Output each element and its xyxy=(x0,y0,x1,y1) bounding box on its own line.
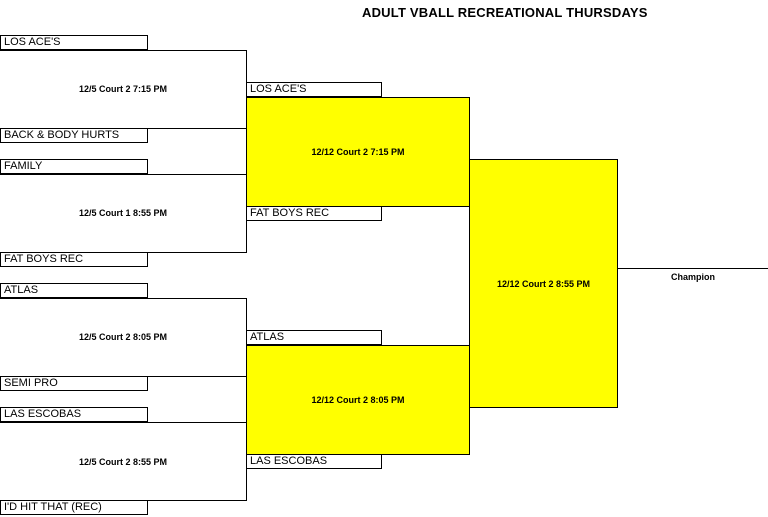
r1-team-7: LAS ESCOBAS xyxy=(0,407,148,422)
r1-team-5: ATLAS xyxy=(0,283,148,298)
r2-match-2-label: 12/12 Court 2 8:05 PM xyxy=(311,395,405,405)
champion-line xyxy=(618,268,768,269)
r1-match-1-top-line xyxy=(0,50,247,51)
r2-match-1-box: 12/12 Court 2 7:15 PM xyxy=(246,97,470,207)
r1-match-2-bottom-line xyxy=(0,252,247,253)
r1-match-3-bottom-line xyxy=(0,376,247,377)
r1-team-3: FAMILY xyxy=(0,159,148,174)
r2-team-1: LOS ACE'S xyxy=(246,82,382,97)
r1-match-3-top-line xyxy=(0,298,247,299)
r1-match-3-label: 12/5 Court 2 8:05 PM xyxy=(78,332,168,342)
r1-team-8: I'D HIT THAT (REC) xyxy=(0,500,148,515)
r2-match-2-box: 12/12 Court 2 8:05 PM xyxy=(246,345,470,455)
r1-match-2-top-line xyxy=(0,174,247,175)
r2-match-1-label: 12/12 Court 2 7:15 PM xyxy=(311,147,405,157)
bracket-title: ADULT VBALL RECREATIONAL THURSDAYS xyxy=(362,5,648,20)
r1-team-2: BACK & BODY HURTS xyxy=(0,128,148,143)
r1-match-4-label: 12/5 Court 2 8:55 PM xyxy=(78,457,168,467)
r2-team-2: FAT BOYS REC xyxy=(246,206,382,221)
r1-match-4-top-line xyxy=(0,422,247,423)
r1-team-6: SEMI PRO xyxy=(0,376,148,391)
r1-team-1: LOS ACE'S xyxy=(0,35,148,50)
r1-match-1-label: 12/5 Court 2 7:15 PM xyxy=(78,84,168,94)
final-match-box: 12/12 Court 2 8:55 PM xyxy=(469,159,618,408)
final-match-label: 12/12 Court 2 8:55 PM xyxy=(496,278,591,289)
r1-team-4: FAT BOYS REC xyxy=(0,252,148,267)
r1-match-2-label: 12/5 Court 1 8:55 PM xyxy=(78,208,168,218)
champion-label: Champion xyxy=(671,272,715,282)
r2-team-3: ATLAS xyxy=(246,330,382,345)
r1-match-4-bottom-line xyxy=(0,500,247,501)
r1-match-1-bottom-line xyxy=(0,128,247,129)
r2-team-4: LAS ESCOBAS xyxy=(246,454,382,469)
